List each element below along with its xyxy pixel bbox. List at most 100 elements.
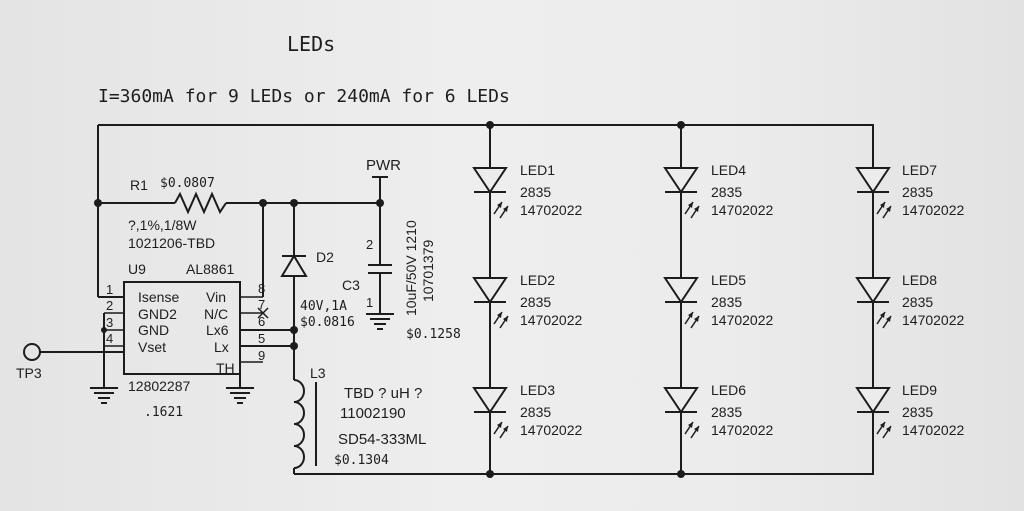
r1-price: $0.0807 [160, 176, 215, 191]
u9-price: .1621 [144, 405, 184, 420]
led-part: 14702022 [520, 422, 583, 438]
pin-number: 5 [258, 331, 266, 346]
r1-part: 1021206-TBD [128, 235, 216, 251]
led-part: 14702022 [711, 202, 774, 218]
led-part: 14702022 [520, 312, 583, 328]
l3-part: 11002190 [340, 405, 406, 422]
pin-name: GND [138, 322, 170, 338]
led-emission-arrowhead [497, 312, 502, 318]
led-part: 14702022 [711, 422, 774, 438]
page-title: LEDs [287, 32, 336, 56]
d2-ref: D2 [316, 249, 334, 265]
pin-number: 7 [258, 297, 266, 312]
led-emission-arrowhead [503, 206, 508, 212]
c3-price: $0.1258 [406, 327, 461, 342]
junction-dot [677, 121, 685, 129]
junction-dot [486, 121, 494, 129]
led-emission-arrowhead [886, 316, 891, 322]
c3-ref: C3 [342, 277, 360, 293]
led-ref: LED3 [520, 382, 556, 398]
led-emission-arrowhead [688, 312, 693, 318]
tp3-circle [23, 343, 41, 361]
d2-rating: 40V,1A [300, 299, 347, 314]
nc-mark-b [257, 307, 269, 319]
l3-model: SD54-333ML [338, 431, 427, 448]
pin-number: 3 [106, 315, 114, 330]
led-package: 2835 [520, 404, 552, 420]
led-ref: LED5 [711, 272, 747, 288]
led-emission-arrowhead [503, 426, 508, 432]
led-emission-arrowhead [497, 422, 502, 428]
led-part: 14702022 [902, 422, 965, 438]
led-ref: LED7 [902, 162, 938, 178]
led-package: 2835 [711, 404, 743, 420]
c3-part: 10701379 [420, 239, 436, 302]
u9-number: 12802287 [128, 378, 191, 394]
junction-dot [101, 327, 107, 333]
l3-ref: L3 [310, 365, 326, 381]
c3-pin2: 2 [366, 237, 374, 252]
led-package: 2835 [902, 404, 934, 420]
led-emission-arrowhead [880, 202, 885, 208]
led-package: 2835 [902, 184, 934, 200]
l3-value: TBD ? uH ? [344, 385, 423, 402]
led-triangle [472, 387, 508, 414]
junction-dot [290, 342, 298, 350]
pin-name: N/C [204, 306, 229, 322]
junction-dot [290, 326, 298, 334]
led-part: 14702022 [520, 202, 583, 218]
junction-dot [376, 199, 384, 207]
pin-number: 6 [258, 314, 266, 329]
led-package: 2835 [520, 294, 552, 310]
led-emission-arrowhead [497, 202, 502, 208]
r1-value: ?,1%,1/8W [128, 217, 197, 233]
led-triangle [472, 167, 508, 194]
led-triangle [663, 277, 699, 304]
led-ref: LED4 [711, 162, 747, 178]
led-triangle [855, 277, 891, 304]
junction-dot [94, 199, 102, 207]
pin-number: 9 [258, 348, 266, 363]
junction-dot [290, 199, 298, 207]
pwr-label: PWR [366, 157, 401, 174]
pin-number: 4 [106, 331, 114, 346]
led-package: 2835 [711, 184, 743, 200]
led-package: 2835 [711, 294, 743, 310]
led-package: 2835 [520, 184, 552, 200]
pin-name: Isense [138, 289, 180, 305]
current-note: I=360mA for 9 LEDs or 240mA for 6 LEDs [98, 86, 510, 107]
r1-resistor-zigzag [174, 191, 227, 215]
d2-price: $0.0816 [300, 315, 355, 330]
led-part: 14702022 [902, 202, 965, 218]
led-emission-arrowhead [688, 202, 693, 208]
junction-dot [259, 199, 267, 207]
junction-dot [486, 470, 494, 478]
led-triangle [855, 167, 891, 194]
led-ref: LED9 [902, 382, 938, 398]
junction-dot [677, 470, 685, 478]
led-emission-arrowhead [688, 422, 693, 428]
led-part: 14702022 [902, 312, 965, 328]
led-emission-arrowhead [880, 422, 885, 428]
led-emission-arrowhead [880, 312, 885, 318]
pin-name: Lx [214, 339, 229, 355]
c3-value: 10uF/50V 1210 [403, 220, 419, 316]
led-part: 14702022 [711, 312, 774, 328]
led-ref: LED1 [520, 162, 556, 178]
pin-name: Lx6 [206, 322, 229, 338]
led-triangle [663, 167, 699, 194]
l3-price: $0.1304 [334, 453, 389, 468]
pin-name: Vin [206, 289, 226, 305]
led-package: 2835 [902, 294, 934, 310]
led-emission-arrowhead [886, 206, 891, 212]
led-emission-arrowhead [694, 426, 699, 432]
pin-number: 1 [106, 282, 114, 297]
pin-name: Vset [138, 339, 167, 355]
led-emission-arrowhead [503, 316, 508, 322]
led-emission-arrowhead [886, 426, 891, 432]
pin-number: 2 [106, 298, 114, 313]
led-emission-arrowhead [694, 316, 699, 322]
led-emission-arrowhead [694, 206, 699, 212]
l3-inductor-coil [293, 379, 305, 469]
